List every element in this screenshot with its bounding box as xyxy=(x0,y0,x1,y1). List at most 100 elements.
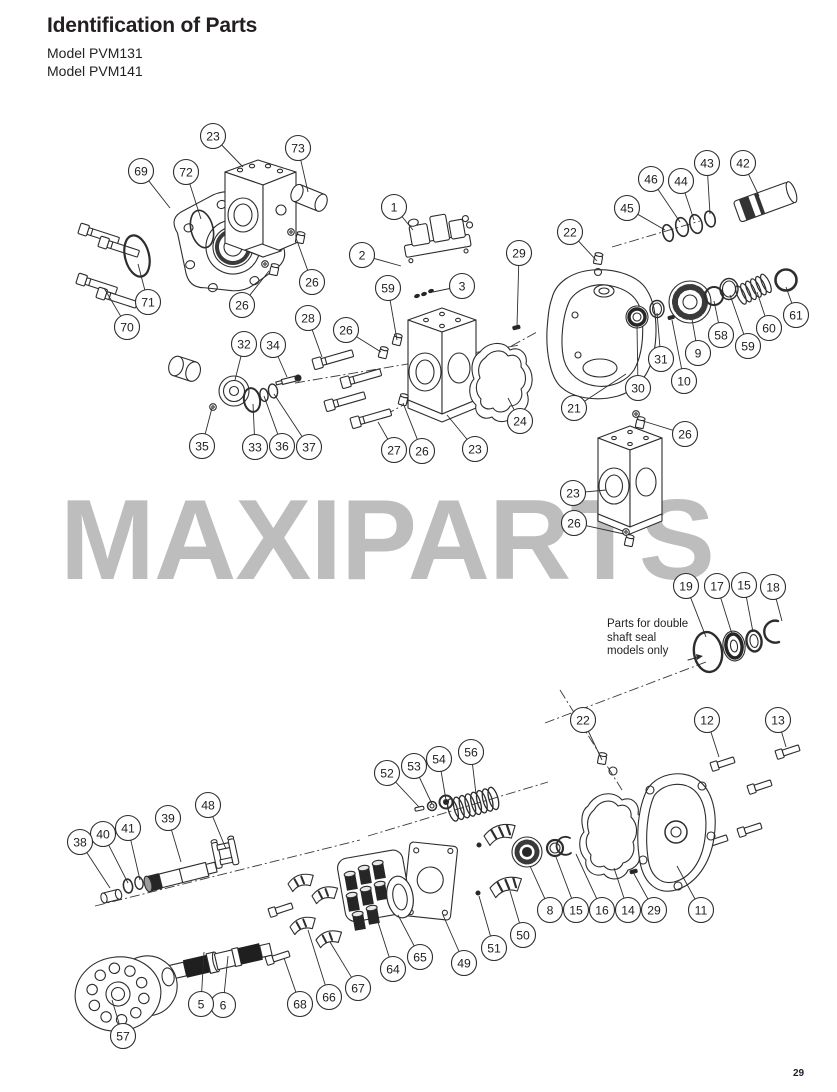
yoke-housing-23-lower xyxy=(597,425,663,535)
svg-text:61: 61 xyxy=(789,308,803,322)
svg-text:23: 23 xyxy=(566,486,580,500)
plug-22-lower xyxy=(596,751,618,776)
svg-text:1: 1 xyxy=(391,200,398,214)
svg-text:60: 60 xyxy=(762,321,776,335)
callout-72: 72 xyxy=(172,158,202,220)
svg-text:15: 15 xyxy=(737,578,751,592)
callout-33: 33 xyxy=(241,403,269,461)
ring-41 xyxy=(134,876,144,890)
svg-text:33: 33 xyxy=(248,440,262,454)
callout-38: 38 xyxy=(66,828,111,889)
cylinder-block-64-65 xyxy=(337,849,414,932)
plug-26-c xyxy=(377,345,390,360)
retainer-66b xyxy=(288,915,318,936)
callout-50: 50 xyxy=(509,890,537,949)
svg-text:21: 21 xyxy=(567,401,581,415)
callout-40: 40 xyxy=(89,820,129,884)
callout-61: 61 xyxy=(782,286,810,329)
callout-71: 71 xyxy=(134,263,162,316)
callout-22: 22 xyxy=(569,706,603,761)
rotating-group-57 xyxy=(74,955,178,1032)
yoke-housing-23-mid xyxy=(407,307,477,423)
svg-text:27: 27 xyxy=(387,443,401,457)
callout-34: 34 xyxy=(259,331,288,378)
snap-ring-16 xyxy=(555,835,572,856)
callout-58: 58 xyxy=(707,300,735,349)
svg-text:70: 70 xyxy=(120,320,134,334)
svg-text:9: 9 xyxy=(695,346,702,360)
o-ring-71 xyxy=(123,234,151,278)
svg-text:15: 15 xyxy=(569,903,583,917)
ring-40 xyxy=(122,878,134,894)
spring-60 xyxy=(735,273,772,305)
bushing-73 xyxy=(290,183,328,212)
callout-3: 3 xyxy=(432,272,476,300)
pin-51b xyxy=(475,890,481,896)
callout-49: 49 xyxy=(442,914,478,977)
svg-text:26: 26 xyxy=(567,516,581,530)
cap-group-32 xyxy=(168,355,302,413)
svg-text:32: 32 xyxy=(237,337,251,351)
callout-5: 5 xyxy=(187,951,215,1018)
callout-13: 13 xyxy=(764,706,792,748)
ring-46 xyxy=(674,216,690,238)
svg-text:29: 29 xyxy=(647,903,661,917)
svg-text:57: 57 xyxy=(116,1029,130,1043)
svg-text:14: 14 xyxy=(621,903,635,917)
o-ring-19 xyxy=(692,630,724,674)
svg-text:31: 31 xyxy=(654,352,668,366)
svg-text:49: 49 xyxy=(457,956,471,970)
svg-text:2: 2 xyxy=(359,248,366,262)
callout-59: 59 xyxy=(729,294,762,360)
svg-text:26: 26 xyxy=(339,323,353,337)
svg-text:58: 58 xyxy=(714,328,728,342)
svg-text:67: 67 xyxy=(351,981,365,995)
callout-12: 12 xyxy=(693,706,721,758)
callout-57: 57 xyxy=(109,999,137,1050)
callout-26: 26 xyxy=(332,316,382,353)
shaft-42 xyxy=(733,181,798,223)
callout-41: 41 xyxy=(114,814,142,881)
svg-text:26: 26 xyxy=(305,275,319,289)
swash-segment-50a xyxy=(481,822,518,848)
pin-52 xyxy=(414,805,425,812)
svg-text:38: 38 xyxy=(73,835,87,849)
callout-46: 46 xyxy=(637,165,681,223)
svg-text:66: 66 xyxy=(322,990,336,1004)
svg-text:43: 43 xyxy=(700,156,714,170)
ring-15-lower xyxy=(545,838,565,858)
callout-24: 24 xyxy=(506,397,534,435)
svg-text:23: 23 xyxy=(206,129,220,143)
callout-14: 14 xyxy=(613,867,642,924)
svg-text:37: 37 xyxy=(302,440,316,454)
double-shaft-seal-note: Parts for double shaft seal models only xyxy=(607,618,702,659)
callout-29: 29 xyxy=(505,239,533,327)
callout-17: 17 xyxy=(703,572,733,635)
svg-text:22: 22 xyxy=(576,713,590,727)
callout-36: 36 xyxy=(263,395,296,460)
svg-text:35: 35 xyxy=(195,439,209,453)
svg-text:23: 23 xyxy=(468,442,482,456)
pin-29-top xyxy=(512,324,521,331)
callout-68: 68 xyxy=(283,957,314,1018)
svg-text:22: 22 xyxy=(563,225,577,239)
callout-30: 30 xyxy=(624,324,652,402)
callout-19: 19 xyxy=(672,572,707,638)
housing-21 xyxy=(546,269,657,400)
control-valve-1 xyxy=(403,213,474,264)
svg-text:16: 16 xyxy=(595,903,609,917)
svg-text:3: 3 xyxy=(459,279,466,293)
callout-70: 70 xyxy=(103,287,141,341)
callout-35: 35 xyxy=(188,407,216,460)
callout-51: 51 xyxy=(478,895,508,962)
svg-text:42: 42 xyxy=(736,156,750,170)
callout-60: 60 xyxy=(755,291,783,342)
svg-text:10: 10 xyxy=(677,374,691,388)
note-line: Parts for double xyxy=(607,618,689,630)
callout-23: 23 xyxy=(199,122,244,168)
callout-18: 18 xyxy=(759,573,787,622)
callout-59: 59 xyxy=(374,274,402,341)
